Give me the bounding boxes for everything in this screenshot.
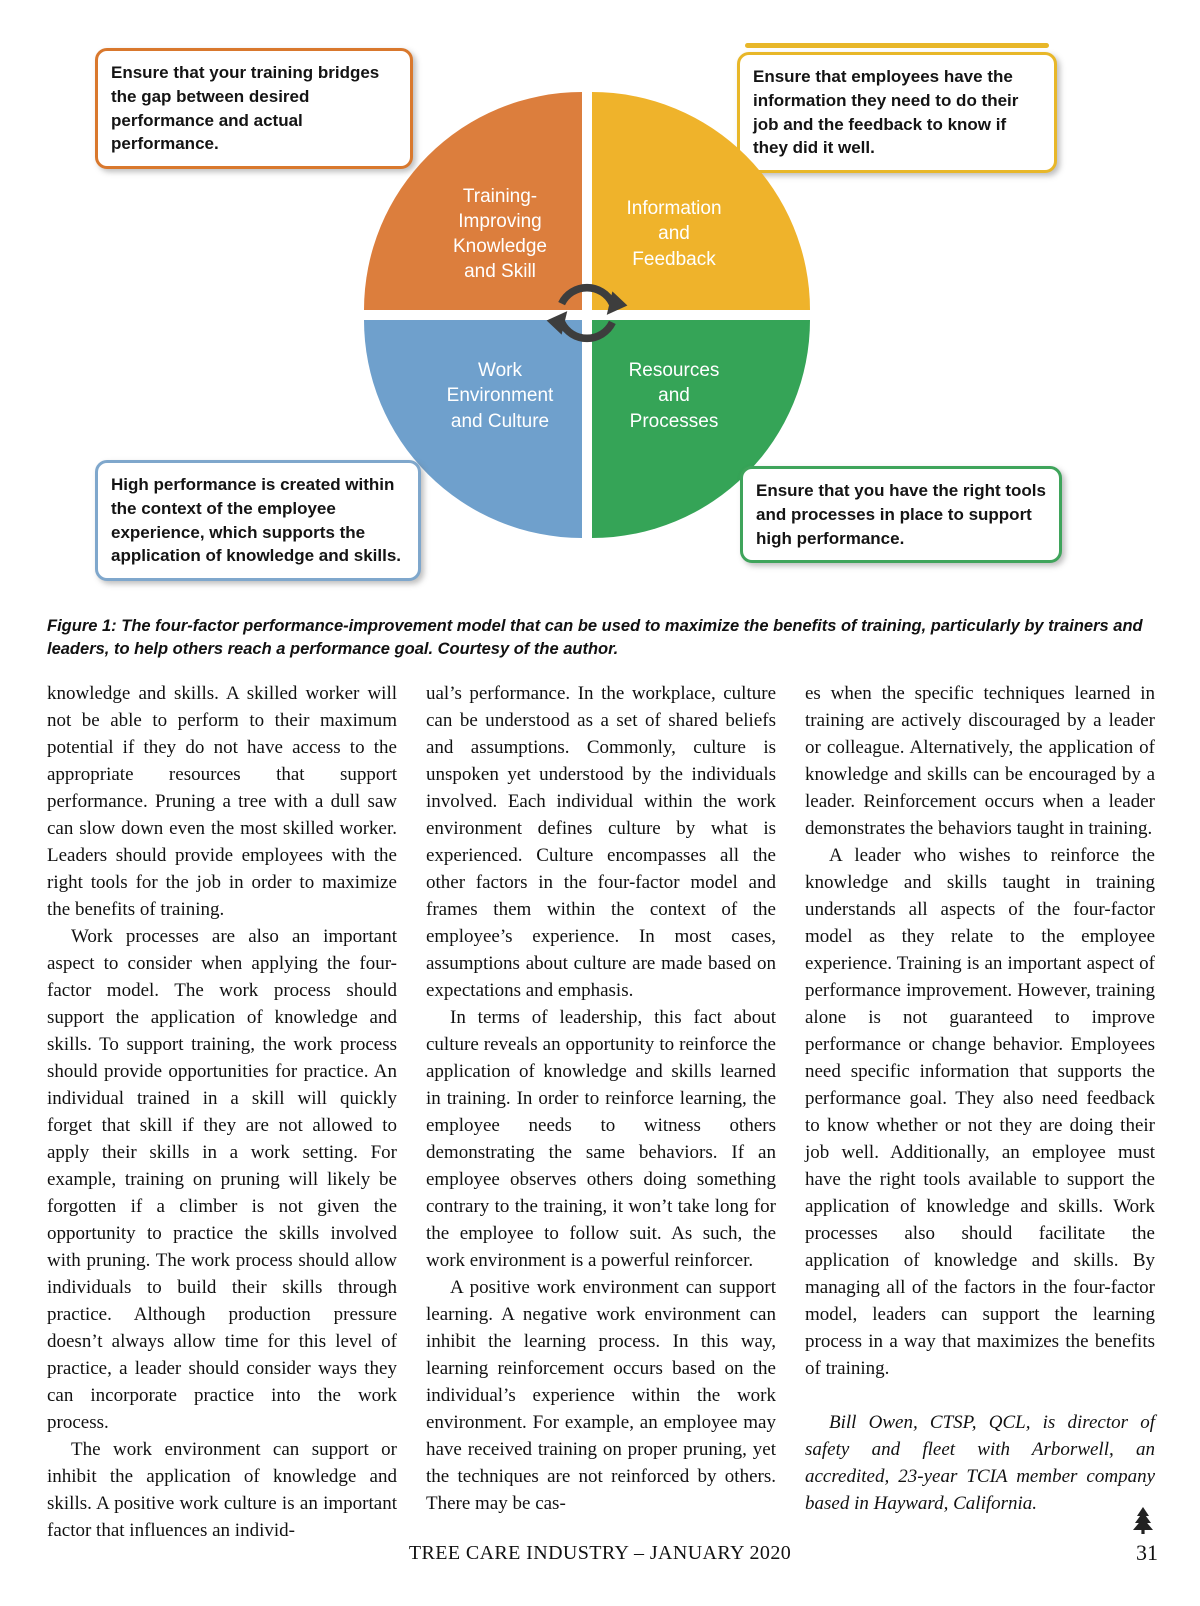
page-footer: TREE CARE INDUSTRY – JANUARY 2020 31 [0, 1540, 1200, 1565]
article-column-3: es when the specific techniques learned … [805, 680, 1155, 1544]
callout-accent-bar [745, 43, 1049, 48]
paragraph: A leader who wishes to reinforce the kno… [805, 845, 1155, 1379]
article-body: knowledge and skills. A skilled worker w… [47, 680, 1155, 1544]
quadrant-training: Training- Improving Knowledge and Skill [364, 92, 582, 310]
callout-information-feedback-text: Ensure that employees have the informati… [753, 67, 1019, 158]
quadrant-information-feedback-label: Information and Feedback [626, 198, 722, 270]
paragraph: In terms of leadership, this fact about … [426, 1007, 776, 1271]
journal-title: TREE CARE INDUSTRY – JANUARY 2020 [408, 1542, 792, 1564]
quadrant-training-label: Training- Improving Knowledge and Skill [452, 185, 548, 283]
quadrant-work-environment: Work Environment and Culture [364, 320, 582, 538]
author-byline: Bill Owen, CTSP, QCL, is director of saf… [805, 1412, 1155, 1514]
figure-four-factor-model: Ensure that your training bridges the ga… [0, 0, 1200, 605]
page-number: 31 [1136, 1540, 1158, 1565]
tree-icon [1133, 1507, 1153, 1542]
quadrant-work-environment-label: Work Environment and Culture [446, 360, 554, 432]
quadrant-resources-processes-label: Resources and Processes [628, 360, 720, 432]
quadrant-information-feedback: Information and Feedback [592, 92, 810, 310]
article-column-2: ual’s performance. In the workplace, cul… [426, 680, 776, 1544]
paragraph: A positive work environment can support … [426, 1277, 776, 1514]
callout-work-environment: High performance is created within the c… [95, 460, 421, 582]
callout-training-text: Ensure that your training bridges the ga… [111, 63, 380, 154]
paragraph: es when the specific techniques learned … [805, 683, 1155, 839]
callout-resources-text: Ensure that you have the right tools and… [756, 481, 1046, 548]
paragraph: knowledge and skills. A skilled worker w… [47, 683, 397, 920]
callout-work-environment-text: High performance is created within the c… [111, 475, 401, 566]
paragraph: The work environment can support or inhi… [47, 1439, 397, 1541]
paragraph: Work processes are also an important asp… [47, 926, 397, 1433]
callout-information-feedback: Ensure that employees have the informati… [737, 52, 1057, 174]
callout-resources: Ensure that you have the right tools and… [740, 466, 1062, 564]
article-column-1: knowledge and skills. A skilled worker w… [47, 680, 397, 1544]
cycle-arrows-icon [539, 266, 635, 360]
callout-training: Ensure that your training bridges the ga… [95, 48, 413, 170]
paragraph: ual’s performance. In the workplace, cul… [426, 683, 776, 1001]
figure-caption: Figure 1: The four-factor performance-im… [47, 617, 1143, 659]
